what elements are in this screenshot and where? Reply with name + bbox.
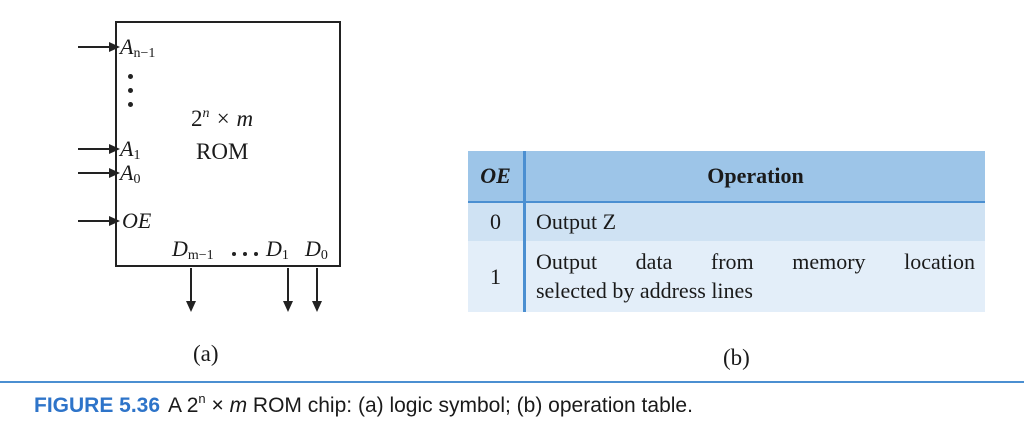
rom-type-label: ROM (196, 139, 249, 164)
table-row: 0 Output Z (468, 203, 985, 241)
rom-size-label: 2n × m (191, 106, 254, 131)
vertical-ellipsis-dot (128, 102, 133, 107)
table-header-row: OE Operation (468, 151, 985, 203)
table-cell-operation: Output Z (536, 209, 617, 234)
input-arrow-a1 (78, 144, 120, 154)
pin-label-oe: OE (122, 208, 152, 233)
input-arrow-a0 (78, 168, 120, 178)
input-arrow-a-top (78, 42, 120, 52)
caption-divider (0, 381, 1024, 383)
output-arrow-d-top (186, 268, 196, 312)
pin-label-a-top: An−1 (120, 34, 156, 61)
table-row: 1 Output data from memory location selec… (468, 241, 985, 312)
output-arrow-d1 (283, 268, 293, 312)
input-arrow-oe (78, 216, 120, 226)
pin-label-a0: A0 (120, 160, 141, 187)
table-header-operation: Operation (707, 163, 804, 188)
operation-table: OE Operation 0 Output Z 1 Output data fr… (468, 151, 985, 312)
operation-line: Output data from memory location (536, 248, 975, 274)
pin-label-a1: A1 (120, 136, 141, 163)
output-arrow-d0 (312, 268, 322, 312)
figure-number: FIGURE 5.36 (34, 394, 161, 417)
table-header-oe: OE (468, 151, 526, 201)
horizontal-ellipsis-dot (232, 252, 236, 256)
table-cell-oe: 1 (468, 241, 526, 312)
horizontal-ellipsis-dot (243, 252, 247, 256)
subfigure-caption-a: (a) (193, 341, 219, 366)
table-cell-oe: 0 (468, 203, 526, 241)
operation-line: selected by address lines (536, 277, 753, 303)
horizontal-ellipsis-dot (254, 252, 258, 256)
pin-label-d-top: Dm−1 (172, 236, 214, 263)
subfigure-caption-b: (b) (723, 345, 750, 370)
rom-chip-box (115, 21, 341, 267)
table-cell-operation: Output data from memory location selecte… (526, 241, 985, 312)
pin-label-d1: D1 (266, 236, 289, 263)
pin-label-d0: D0 (305, 236, 328, 263)
vertical-ellipsis-dot (128, 74, 133, 79)
vertical-ellipsis-dot (128, 88, 133, 93)
rom-logic-symbol: An−1 A1 A0 OE 2n × m ROM Dm−1 D1 D0 (a) (0, 0, 460, 380)
